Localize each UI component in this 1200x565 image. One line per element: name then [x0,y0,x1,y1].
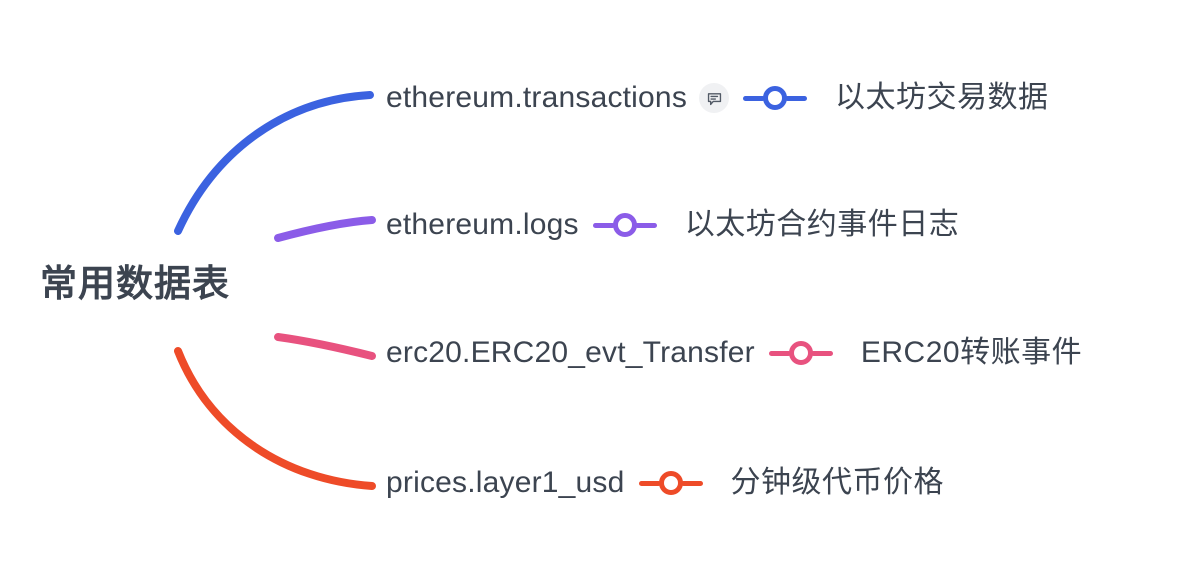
node-marker-ethereum-logs [592,213,657,237]
branch-line-ethereum-transactions [174,91,374,235]
table-name-ethereum-logs: ethereum.logs [386,208,579,241]
connector-ring [763,86,788,110]
node-marker-ethereum-transactions [743,86,808,110]
connector-line-left [743,95,766,101]
branch-row-prices-layer1-usd[interactable]: prices.layer1_usd 分钟级代币价格 [386,459,944,507]
branch-row-ethereum-transactions[interactable]: ethereum.transactions 以太坊交易数据 [386,74,1049,122]
connector-line-right [810,350,833,356]
connector-line-right [785,95,808,101]
description-ethereum-logs: 以太坊合约事件日志 [684,208,960,241]
table-name-prices-layer1-usd: prices.layer1_usd [386,466,625,499]
root-label: 常用数据表 [40,262,230,304]
connector-ring [658,471,683,495]
branch-row-erc20-evt-transfer[interactable]: erc20.ERC20_evt_Transfer ERC20转账事件 [386,329,1082,377]
branch-row-ethereum-logs[interactable]: ethereum.logs 以太坊合约事件日志 [386,201,959,249]
table-name-ethereum-transactions: ethereum.transactions [386,81,688,114]
node-marker-prices-layer1-usd [638,471,703,495]
description-prices-layer1-usd: 分钟级代币价格 [730,466,945,499]
connector-line-right [634,222,657,228]
connector-line-left [592,222,615,228]
connector-line-right [680,480,703,486]
node-marker-erc20-evt-transfer [768,341,833,365]
description-ethereum-transactions: 以太坊交易数据 [835,81,1049,114]
connector-line-left [638,480,661,486]
comment-bubble-icon[interactable] [699,83,730,113]
branch-line-ethereum-logs [274,216,376,242]
description-erc20-evt-transfer: ERC20转账事件 [860,336,1083,369]
root-node[interactable]: 常用数据表 [40,258,280,308]
connector-ring [788,341,813,365]
branch-line-prices-layer1-usd [174,347,376,490]
connector-line-left [768,350,791,356]
branch-line-erc20-evt-transfer [274,333,376,360]
table-name-erc20-evt-transfer: erc20.ERC20_evt_Transfer [386,336,755,369]
connector-ring [612,213,637,237]
